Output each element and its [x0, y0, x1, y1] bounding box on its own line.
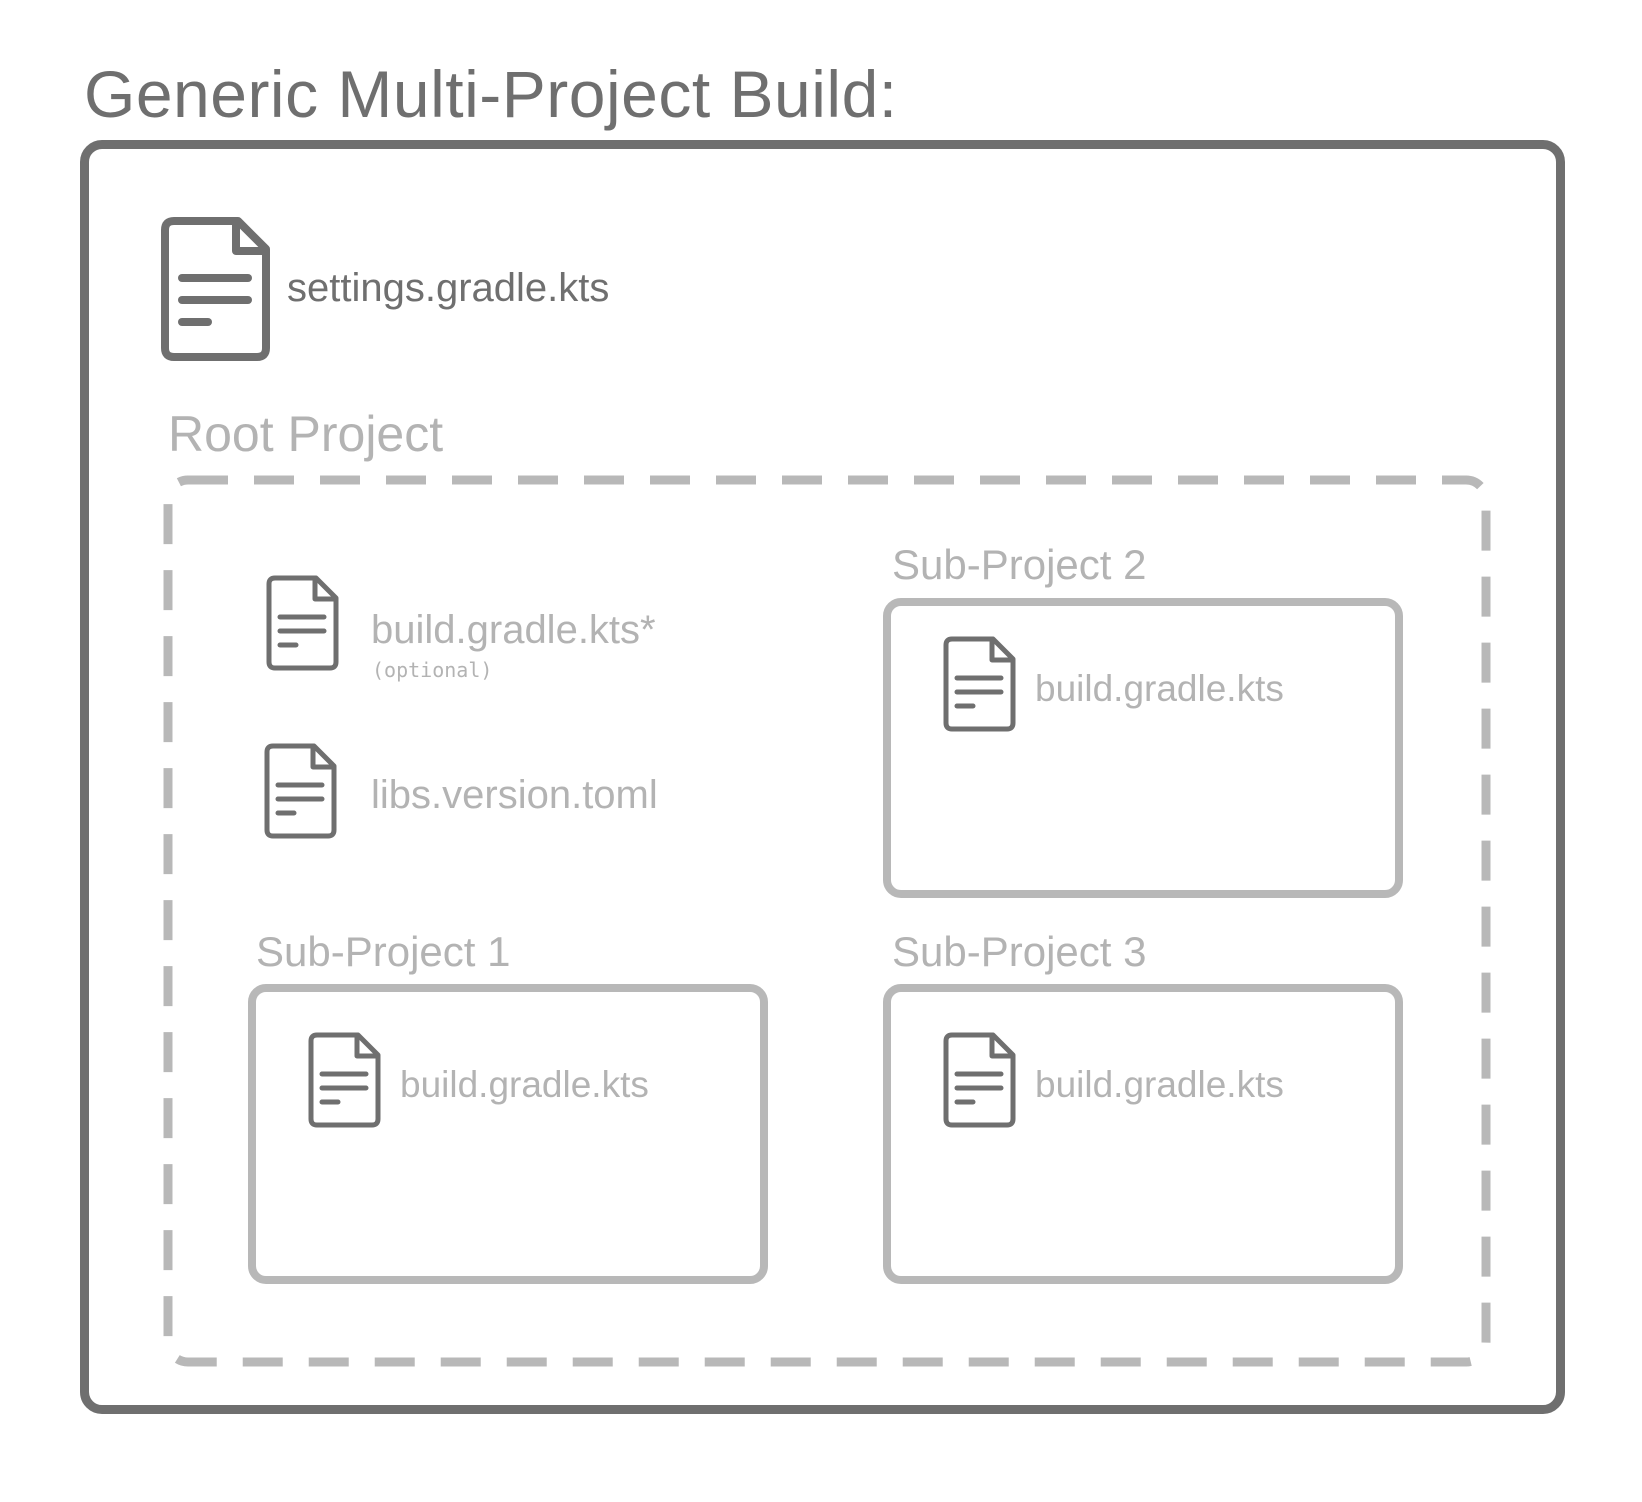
- sub-project-3-box: [883, 984, 1403, 1284]
- libs-version-file-label: libs.version.toml: [371, 773, 658, 817]
- sub-project-1-file-label: build.gradle.kts: [400, 1064, 649, 1105]
- sub-project-2-label: Sub-Project 2: [892, 541, 1147, 588]
- diagram-title: Generic Multi-Project Build:: [84, 57, 898, 131]
- settings-file-label: settings.gradle.kts: [287, 266, 610, 310]
- sub-project-1-box: [248, 984, 768, 1284]
- root-project-label: Root Project: [168, 406, 444, 462]
- document-icon: [264, 743, 338, 839]
- document-icon: [160, 216, 272, 362]
- document-icon: [943, 636, 1017, 732]
- document-icon: [308, 1032, 382, 1128]
- document-icon: [943, 1032, 1017, 1128]
- build-container: [80, 140, 1565, 1414]
- optional-note: (optional): [372, 658, 493, 682]
- sub-project-3-label: Sub-Project 3: [892, 928, 1147, 975]
- sub-project-3-file-label: build.gradle.kts: [1035, 1064, 1284, 1105]
- sub-project-2-file-label: build.gradle.kts: [1035, 668, 1284, 709]
- sub-project-1-label: Sub-Project 1: [256, 928, 511, 975]
- sub-project-2-box: [883, 598, 1403, 898]
- document-icon: [266, 575, 340, 671]
- root-build-file-label: build.gradle.kts*: [371, 608, 656, 652]
